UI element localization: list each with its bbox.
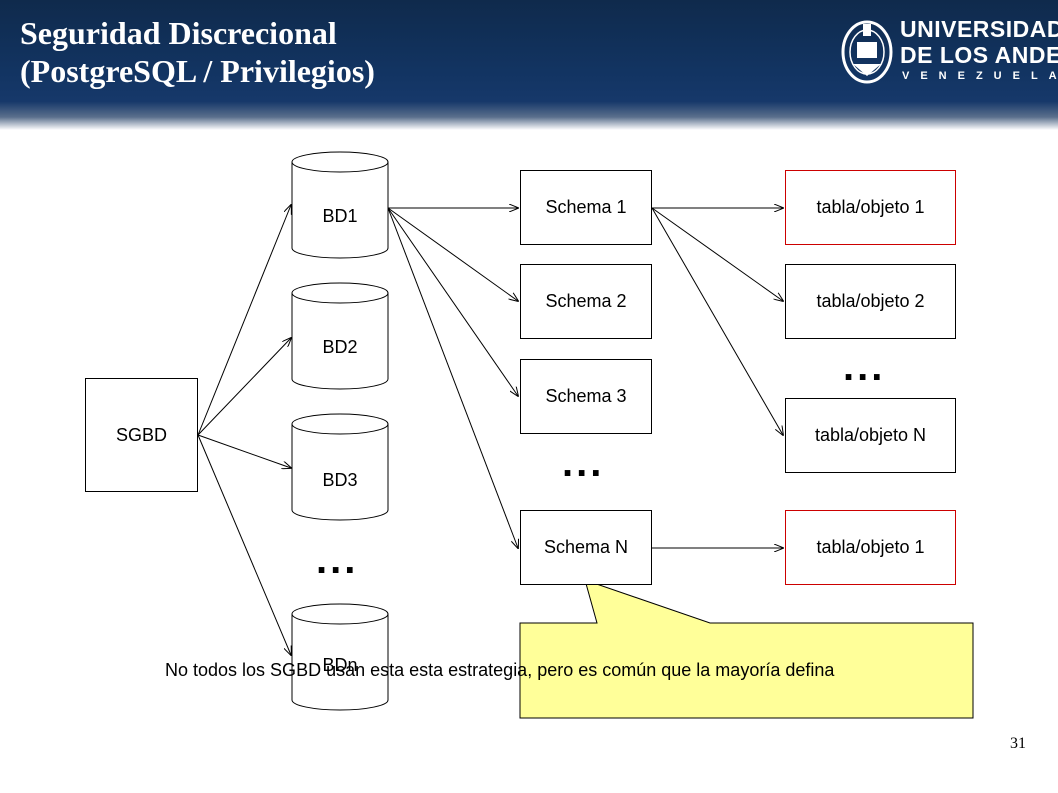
schema-label-3: Schema 3 (545, 386, 627, 406)
arrow-sgbd-bd3 (197, 434, 291, 468)
title-line-2: (PostgreSQL / Privilegios) (20, 53, 375, 89)
schema-box-3: Schema 3 (520, 359, 652, 434)
db-cylinder-3 (291, 413, 389, 521)
arrow-schema1-obj2 (651, 207, 783, 301)
title-line-1: Seguridad Discrecional (20, 15, 337, 51)
db-label-n: BDn (322, 655, 358, 675)
slide-title: Seguridad Discrecional (PostgreSQL / Pri… (20, 14, 780, 90)
slide-header: Seguridad Discrecional (PostgreSQL / Pri… (0, 0, 1058, 130)
db-cylinder-1 (291, 151, 389, 259)
db-label-3: BD3 (322, 470, 358, 490)
arrow-sgbd-bd1 (197, 205, 291, 436)
db-cylinder-n (291, 603, 389, 711)
object-label-2: tabla/objeto 2 (816, 291, 925, 311)
schema-label-n: Schema N (543, 537, 629, 557)
seal-icon (841, 20, 893, 84)
schema-label-1: Schema 1 (545, 197, 627, 217)
callout-bubble (519, 579, 974, 719)
db-cylinder-2 (291, 282, 389, 390)
arrow-sgbd-bd2 (197, 338, 291, 436)
logo-line-2: DE LOS ANDES (900, 42, 1058, 68)
sgbd-box: SGBD (85, 378, 198, 492)
object-label-n: tabla/objeto N (814, 425, 927, 445)
db-label-1: BD1 (322, 206, 358, 226)
sgbd-label: SGBD (115, 424, 167, 445)
arrow-schema1-objN (651, 207, 783, 435)
arrow-bd1-schema3 (387, 207, 518, 396)
schema-label-2: Schema 2 (545, 291, 627, 311)
arrow-sgbd-bdn (197, 434, 291, 655)
university-logo: UNIVERSIDAD DE LOS ANDES VENEZUELA (838, 10, 1058, 100)
ellipsis-databases: ... (316, 538, 359, 582)
page-number: 31 (1010, 735, 1026, 752)
ellipsis-objects: ... (843, 345, 886, 389)
ellipsis-schemas: ... (562, 441, 605, 485)
callout-text: No todos los SGBD usan esta esta estrate… (165, 660, 835, 680)
object-box-1: tabla/objeto 1 (785, 170, 956, 245)
db-label-2: BD2 (322, 337, 358, 357)
object-box-n: tabla/objeto N (785, 398, 956, 473)
object-label-1: tabla/objeto 1 (816, 197, 925, 217)
arrow-bd1-schema2 (387, 207, 518, 301)
logo-line-1: UNIVERSIDAD (900, 16, 1058, 42)
object-label-schemaN-1: tabla/objeto 1 (816, 537, 925, 557)
logo-line-3: VENEZUELA (902, 70, 1058, 82)
schema-box-2: Schema 2 (520, 264, 652, 339)
schema-box-1: Schema 1 (520, 170, 652, 245)
arrow-bd1-schemaN (387, 207, 518, 548)
object-box-2: tabla/objeto 2 (785, 264, 956, 339)
schema-box-n: Schema N (520, 510, 652, 585)
object-box-schemaN-1: tabla/objeto 1 (785, 510, 956, 585)
